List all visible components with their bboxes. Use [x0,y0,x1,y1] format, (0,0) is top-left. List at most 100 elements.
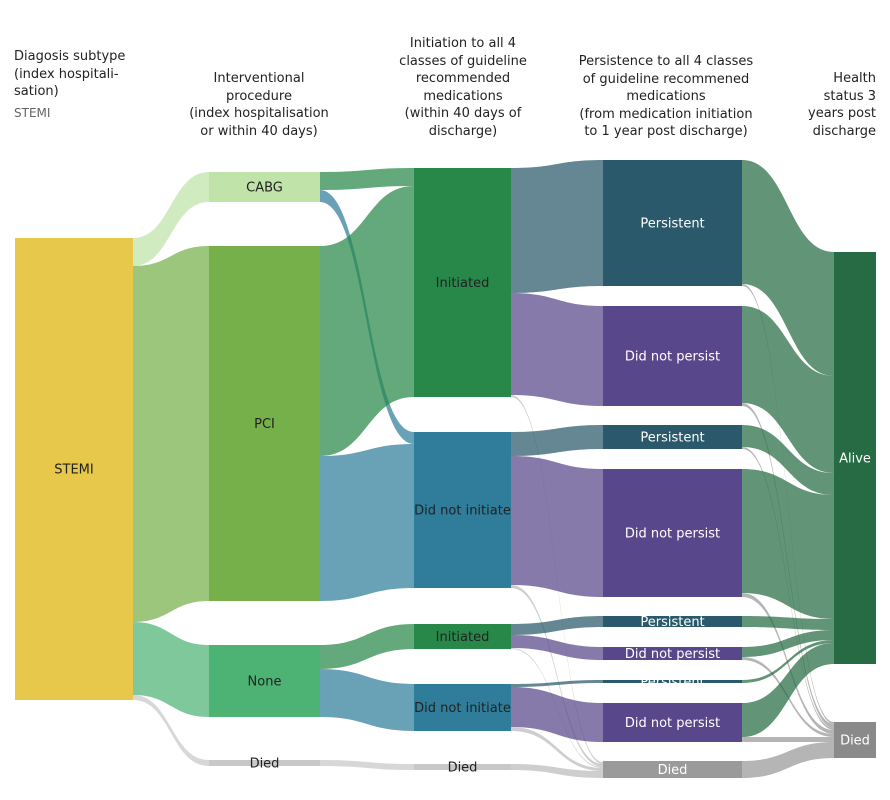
node-died3[interactable]: Died [603,761,742,778]
node-bar-init_b[interactable] [414,624,511,649]
header-line: (within 40 days of [404,106,522,121]
node-bar-pers_4[interactable] [603,680,742,683]
node-label-pers_3: Persistent [640,615,704,630]
flow-none-to-noinit_b[interactable] [320,669,414,731]
node-died4[interactable]: Died [834,722,876,758]
header-persistence: Persistence to all 4 classes of guidelin… [568,53,764,141]
flow-pci-to-init_a[interactable] [320,186,414,456]
node-bar-pers_1[interactable] [603,160,742,286]
node-bar-pers_3[interactable] [603,616,742,627]
node-bar-dnp_1[interactable] [603,306,742,406]
node-label-cabg: CABG [246,181,283,196]
flow-noinit_b-to-died3[interactable] [511,727,603,771]
node-label-died2: Died [448,761,478,776]
node-label-noinit_b: Did not initiate [414,701,511,716]
header-line: medications [626,89,706,104]
node-dnp_3[interactable]: Did not persist [603,647,742,662]
node-bar-pers_2[interactable] [603,425,742,449]
flow-dnp_3-to-alive[interactable] [742,630,834,657]
node-bar-died1[interactable] [209,760,320,766]
flow-stemi-to-died1[interactable] [133,695,209,766]
node-noinit_a[interactable]: Did not initiate [414,432,511,588]
header-line: recommended [415,71,511,86]
node-pers_1[interactable]: Persistent [603,160,742,286]
node-bar-died2[interactable] [414,764,511,770]
flow-dnp_4-to-died4[interactable] [742,737,834,742]
node-label-noinit_a: Did not initiate [414,504,511,519]
node-label-dnp_3: Did not persist [625,647,720,662]
header-line: medications [423,88,503,104]
header-line: or within 40 days) [200,123,318,139]
flow-noinit_a-to-died3[interactable] [511,585,603,767]
flow-pci-to-noinit_a[interactable] [320,444,414,601]
node-died2[interactable]: Died [414,761,511,776]
flow-init_b-to-pers_3[interactable] [511,616,603,635]
node-bar-noinit_b[interactable] [414,684,511,731]
header-line: Interventional [213,71,305,86]
header-line: classes of guideline [399,53,527,69]
node-bar-stemi[interactable] [15,238,133,700]
flow-died1-to-died2[interactable] [320,760,414,770]
node-label-init_a: Initiated [436,276,490,291]
node-bar-alive[interactable] [834,252,876,664]
flow-dnp_2-to-alive[interactable] [742,469,834,619]
node-alive[interactable]: Alive [834,252,876,664]
flow-stemi-to-pci[interactable] [133,246,209,622]
node-cabg[interactable]: CABG [209,172,320,202]
node-pers_4[interactable]: Persistent [603,675,742,690]
node-bar-noinit_a[interactable] [414,432,511,588]
flow-died2-to-died3[interactable] [511,764,603,778]
header-line: (index hospitalisation [189,106,329,121]
flow-dnp_1-to-alive[interactable] [742,306,834,473]
flow-dnp_4-to-alive[interactable] [742,643,834,737]
node-stemi[interactable]: STEMI [15,238,133,700]
flow-init_a-to-pers_1[interactable] [511,160,603,293]
node-dnp_1[interactable]: Did not persist [603,306,742,406]
flow-pers_1-to-alive[interactable] [742,160,834,376]
node-label-pers_1: Persistent [640,217,704,232]
node-init_a[interactable]: Initiated [414,168,511,397]
node-pers_3[interactable]: Persistent [603,615,742,630]
header-line: Initiation to all 4 [409,36,517,51]
header-health-status: Health status 3 years post discharge [790,70,876,140]
flow-init_b-to-dnp_3[interactable] [511,635,603,660]
node-bar-dnp_3[interactable] [603,647,742,660]
node-noinit_b[interactable]: Did not initiate [414,684,511,731]
header-line: discharge) [428,123,498,139]
node-pci[interactable]: PCI [209,246,320,601]
flow-pers_3-to-alive[interactable] [742,616,834,630]
flow-init_a-to-dnp_1[interactable] [511,293,603,406]
node-label-alive: Alive [839,452,871,467]
node-bar-died3[interactable] [603,761,742,778]
node-bar-dnp_4[interactable] [603,703,742,742]
header-line: sation) [14,84,59,99]
flow-noinit_a-to-pers_2[interactable] [511,425,603,456]
flow-stemi-to-none[interactable] [133,622,209,717]
header-interventional-procedure: Interventional procedure (index hospital… [185,70,333,140]
flow-noinit_b-to-dnp_4[interactable] [511,687,603,742]
node-bar-pci[interactable] [209,246,320,601]
node-dnp_2[interactable]: Did not persist [603,469,742,597]
node-init_b[interactable]: Initiated [414,624,511,649]
header-line: Health [833,71,876,86]
filter-value[interactable]: STEMI [14,105,51,120]
node-dnp_4[interactable]: Did not persist [603,703,742,742]
node-pers_2[interactable]: Persistent [603,425,742,449]
flow-none-to-init_b[interactable] [320,624,414,669]
node-bar-dnp_2[interactable] [603,469,742,597]
flow-stemi-to-cabg[interactable] [133,172,209,266]
flow-noinit_a-to-dnp_2[interactable] [511,456,603,597]
node-bar-none[interactable] [209,645,320,717]
flow-cabg-to-init_a[interactable] [320,168,414,190]
node-none[interactable]: None [209,645,320,717]
flow-pers_4-to-alive[interactable] [742,640,834,683]
node-died1[interactable]: Died [209,757,320,772]
flow-dnp_2-to-died4[interactable] [742,593,834,734]
flow-noinit_b-to-pers_4[interactable] [511,680,603,687]
node-bar-cabg[interactable] [209,172,320,202]
flow-died3-to-died4[interactable] [742,742,834,778]
node-bar-init_a[interactable] [414,168,511,397]
node-bar-died4[interactable] [834,722,876,758]
flow-pers_2-to-alive[interactable] [742,425,834,495]
